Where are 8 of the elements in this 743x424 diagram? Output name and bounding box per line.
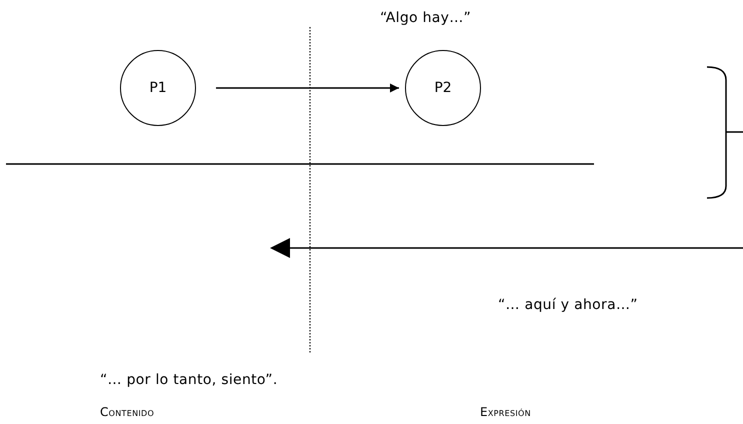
circle-node: P2 — [405, 50, 481, 126]
arrow — [216, 84, 399, 92]
circle-node: P1 — [120, 50, 196, 126]
column-heading: Contenido — [100, 405, 154, 419]
quote-text: “… por lo tanto, siento”. — [100, 372, 278, 388]
quote-text: “… aquí y ahora…” — [498, 297, 638, 313]
quote-text: “Algo hay…” — [380, 10, 472, 26]
column-heading: Expresión — [480, 405, 531, 419]
